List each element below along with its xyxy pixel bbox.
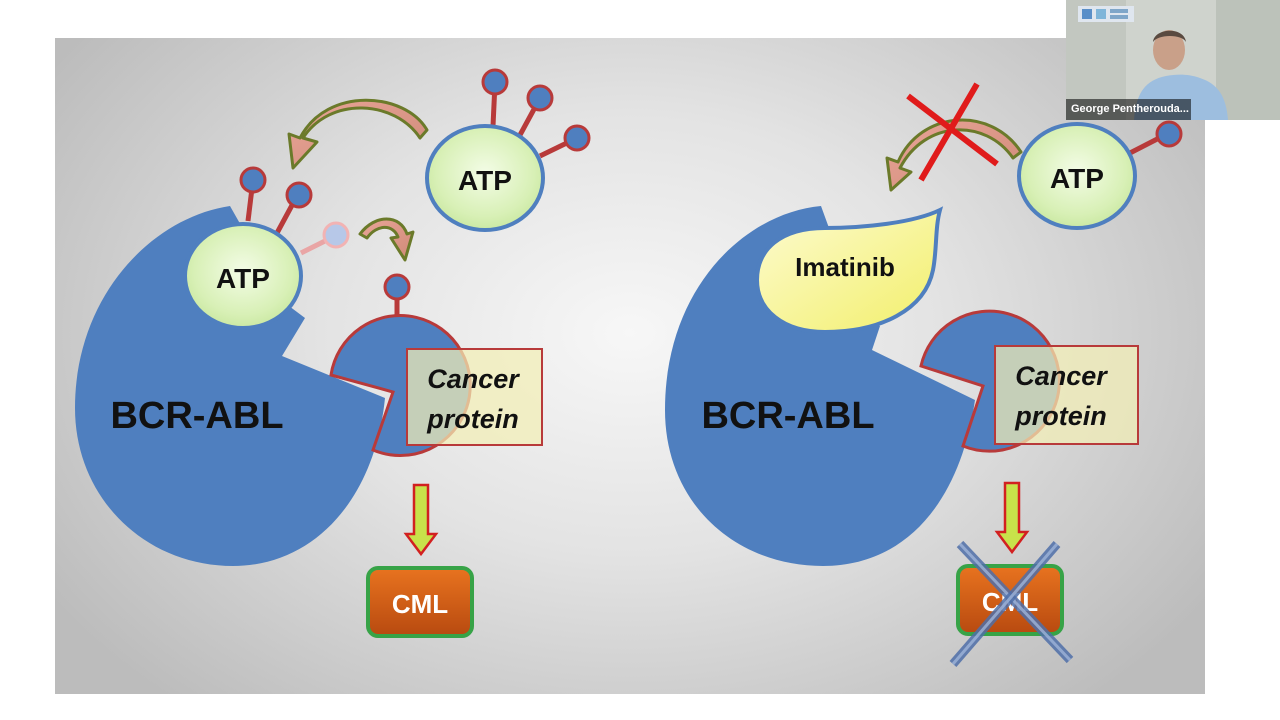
slide-diagram: ATP BCR-ABL ATP: [75, 68, 1183, 667]
cancer-protein-right: [919, 309, 1139, 453]
phosphate-group-icon: [239, 166, 267, 194]
phosphate-group-icon: [526, 84, 554, 112]
atp-bound-label-left: ATP: [216, 263, 270, 294]
atp-free-left: [425, 68, 591, 232]
down-arrow-icon: [403, 483, 439, 557]
bcr-abl-label-right: BCR-ABL: [701, 395, 874, 437]
cml-label-left: CML: [392, 589, 448, 619]
phosphate-group-icon: [285, 181, 313, 209]
phosphate-group-icon: [383, 273, 411, 301]
imatinib-drug: [754, 206, 944, 335]
bcr-abl-enzyme-right: [665, 206, 975, 566]
right-panel: Imatinib BCR-ABL ATP Cancer protein: [665, 82, 1183, 667]
cancer-protein-label-line2-left: protein: [426, 404, 519, 434]
presentation-slide: ATP BCR-ABL ATP: [55, 38, 1205, 694]
atp-free-label-left: ATP: [458, 165, 512, 196]
bcr-abl-enzyme-left: [75, 206, 385, 566]
cancer-protein-label-line1-right: Cancer: [1015, 361, 1108, 391]
participant-video-tile[interactable]: George Pentheroudа...: [1066, 0, 1280, 120]
bcr-abl-label-left: BCR-ABL: [110, 395, 283, 437]
imatinib-label: Imatinib: [795, 252, 895, 282]
participant-face: [1153, 30, 1185, 70]
cancer-protein-label-line2-right: protein: [1014, 401, 1107, 431]
curved-arrow-icon: [287, 98, 429, 170]
cancer-protein-label-line1-left: Cancer: [427, 364, 520, 394]
blue-cross-icon: [949, 540, 1074, 667]
down-arrow-icon: [994, 481, 1030, 555]
phosphate-group-icon: [563, 124, 591, 152]
cancer-protein-left: [329, 273, 543, 458]
left-panel: ATP BCR-ABL ATP: [75, 68, 591, 638]
participant-name-label: George Pentheroudа...: [1066, 99, 1191, 120]
phosphate-group-icon: [1155, 120, 1183, 148]
atp-free-label-right: ATP: [1050, 163, 1104, 194]
phosphate-group-icon: [481, 68, 509, 96]
atp-free-right: [1017, 120, 1183, 230]
cml-box-left: [366, 566, 474, 638]
curved-arrow-icon: [885, 118, 1023, 192]
curved-arrow-icon: [358, 217, 415, 262]
atp-bound-left: [183, 166, 350, 330]
red-cross-icon: [906, 82, 999, 182]
phosphate-group-icon: [322, 221, 350, 249]
